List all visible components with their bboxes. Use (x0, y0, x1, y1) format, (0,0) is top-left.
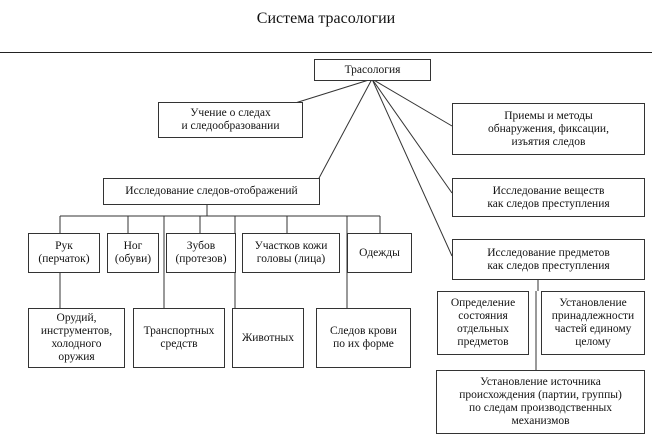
node-objects: Исследование предметов как следов престу… (452, 239, 645, 280)
node-belonging: Установление принадлежности частей едино… (541, 291, 645, 355)
node-clothes: Одежды (347, 233, 412, 273)
node-source: Установление источника происхождения (па… (436, 370, 645, 434)
node-vehicles: Транспортных средств (133, 308, 225, 368)
node-trasology: Трасология (314, 59, 431, 81)
node-feet: Ног (обуви) (107, 233, 159, 273)
node-teaching-traces: Учение о следах и следообразовании (158, 102, 303, 138)
node-tools: Орудий, инструментов, холодного оружия (28, 308, 125, 368)
node-state: Определение состояния отдельных предмето… (437, 291, 529, 355)
node-hands: Рук (перчаток) (28, 233, 100, 273)
node-methods: Приемы и методы обнаружения, фиксации, и… (452, 103, 645, 155)
node-reflection-traces: Исследование следов-отображений (103, 178, 320, 205)
title-divider (0, 52, 652, 53)
node-skin: Участков кожи головы (лица) (242, 233, 340, 273)
page-title: Система трасологии (256, 10, 396, 27)
node-substances: Исследование веществ как следов преступл… (452, 178, 645, 217)
node-teeth: Зубов (протезов) (166, 233, 236, 273)
node-animals: Животных (232, 308, 304, 368)
node-blood: Следов крови по их форме (316, 308, 411, 368)
